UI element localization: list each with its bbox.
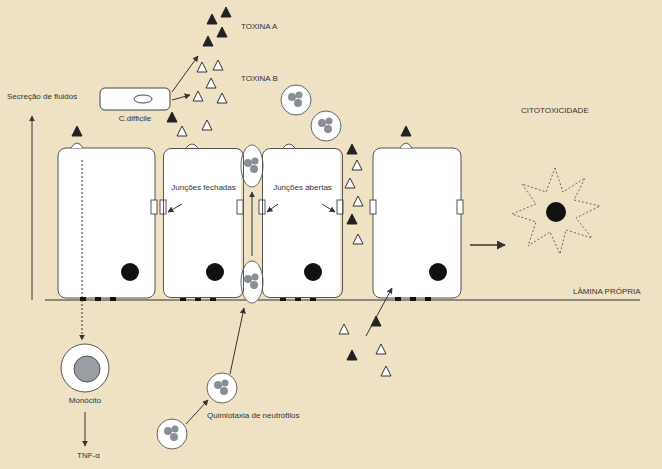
node-label: Junções fechadas [164,149,243,192]
migration-arrow [186,400,208,424]
epithelial-cell: Junções abertas [262,148,343,298]
toxin-b [213,60,223,70]
leader-line [168,204,182,212]
toxin-b [353,196,363,206]
toxin-a [347,144,357,154]
node-label: Junções abertas [263,149,342,192]
neutrophils [157,85,341,449]
toxin-a [347,350,357,360]
bacterium-shape [98,86,172,112]
toxin-b [339,324,349,334]
toxin-a [401,126,411,136]
toxin-b [352,160,362,170]
entry-arrow [366,288,392,336]
toxin-b [193,91,203,101]
toxin-b [217,93,227,103]
migration-arrow [252,192,253,256]
toxin-b [376,344,386,354]
release-arrow [85,412,86,446]
toxin-a [347,214,357,224]
toxin-b [345,178,355,188]
toxin-a [217,27,227,37]
toxin-a [207,14,217,24]
monocyte-shape [55,342,115,394]
toxin-b [206,78,216,88]
node-label: C.difficile [98,114,172,123]
toxin-a [167,112,177,122]
toxin-a [72,126,82,136]
toxin-a [203,36,213,46]
lamina-line [45,299,640,300]
result-arrow [470,244,505,246]
dying-cell [512,168,600,254]
axis-arrow [32,116,33,300]
region-label: LÂMINA PRÓPRIA [572,287,642,296]
toxin-label: TOXINA B [240,74,279,83]
node-label: Monócito [55,396,115,405]
migration-arrow [230,308,244,374]
leader-line [322,204,335,212]
toxin-b [381,366,391,376]
bacterium: C.difficile [98,86,172,123]
epithelial-cell: Junções fechadas [163,148,244,298]
release-arrow [172,56,198,92]
cytokine-label: TNF-α [76,451,101,460]
toxin-label: TOXINA A [240,22,278,31]
axis-label: Secreção de fluidos [6,92,78,101]
monocyte: Monócito [55,342,115,405]
toxin-a [221,7,231,17]
toxin-b [202,120,212,130]
cell-nucleus [546,202,566,222]
process-label: Quimiotaxia de neutrófilos [206,411,301,420]
toxin-b [197,62,207,72]
toxin-b [353,234,363,244]
effect-label: CITOTOXICIDADE [520,106,590,115]
signal-arrow [82,160,83,340]
leader-line [267,204,278,212]
toxin-b [177,126,187,136]
release-arrow [172,95,190,100]
